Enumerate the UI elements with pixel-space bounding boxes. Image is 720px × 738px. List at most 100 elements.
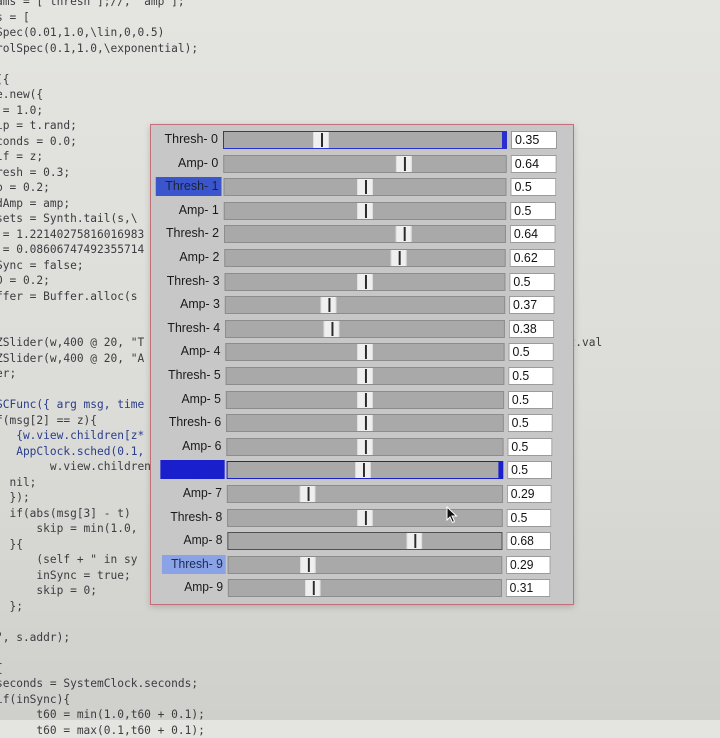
slider-value-field[interactable]: 0.5	[509, 343, 554, 361]
code-line: seconds = SystemClock.seconds;	[0, 676, 716, 692]
slider-value-field[interactable]: 0.68	[506, 532, 551, 550]
slider-label: Amp- 9	[162, 578, 226, 597]
slider-thumb[interactable]	[313, 132, 329, 148]
slider-value-field[interactable]: 0.5	[510, 202, 556, 220]
slider-row: Amp- 4 0.5	[155, 341, 572, 365]
slider-thumb[interactable]	[406, 533, 421, 549]
code-line: ({	[0, 72, 716, 88]
code-line: = 1.0;	[0, 103, 716, 119]
slider-track[interactable]	[227, 509, 503, 527]
slider-label: Thresh- 5	[159, 366, 224, 385]
slider-track[interactable]	[223, 131, 507, 149]
slider-thumb[interactable]	[355, 462, 371, 478]
slider-track[interactable]	[225, 296, 505, 314]
slider-thumb[interactable]	[357, 274, 373, 290]
slider-track[interactable]	[225, 320, 505, 338]
slider-track[interactable]	[223, 155, 506, 173]
slider-row: Amp- 9 0.31	[158, 577, 567, 601]
slider-value-field[interactable]: 0.29	[507, 485, 552, 503]
slider-thumb[interactable]	[357, 439, 373, 455]
slider-track[interactable]	[224, 178, 507, 196]
slider-track[interactable]	[226, 391, 504, 409]
slider-value-field[interactable]: 0.5	[508, 391, 553, 409]
slider-value-field[interactable]: 0.5	[509, 273, 554, 291]
slider-value-field[interactable]: 0.5	[507, 438, 552, 456]
slider-label: Amp- 1	[156, 201, 222, 220]
slider-track[interactable]	[228, 556, 503, 574]
slider-track[interactable]	[225, 273, 506, 291]
slider-label: Thresh- 3	[157, 272, 222, 291]
slider-thumb[interactable]	[396, 156, 412, 172]
slider-row: Amp- 8 0.68	[158, 530, 569, 554]
slider-value-field[interactable]: 0.5	[507, 509, 552, 527]
slider-row: Amp- 0 0.64	[151, 153, 574, 177]
slider-track[interactable]	[227, 485, 503, 503]
slider-value-field[interactable]: 0.5	[507, 461, 552, 479]
code-line: t60 = max(0.1,t60 + 0.1);	[0, 723, 716, 738]
slider-value-field[interactable]: 0.35	[511, 131, 557, 149]
slider-value-field[interactable]: 0.37	[509, 296, 554, 314]
slider-thumb[interactable]	[357, 344, 373, 360]
slider-row: Thresh- 7 0.5	[156, 459, 569, 483]
slider-value-field[interactable]: 0.5	[508, 414, 553, 432]
slider-track[interactable]	[224, 202, 506, 220]
slider-label: Thresh- 8	[161, 508, 225, 527]
slider-thumb[interactable]	[357, 392, 373, 408]
code-line: rolSpec(0.1,1.0,\exponential);	[0, 41, 716, 57]
slider-label: Amp- 7	[161, 484, 225, 503]
code-line	[0, 56, 716, 72]
code-line: ", s.addr);	[0, 630, 716, 646]
slider-label: Thresh- 1	[156, 177, 222, 196]
slider-track[interactable]	[226, 414, 504, 432]
slider-thumb[interactable]	[300, 486, 316, 502]
slider-value-field[interactable]: 0.64	[511, 155, 557, 173]
slider-track[interactable]	[227, 461, 504, 479]
slider-thumb[interactable]	[357, 510, 373, 526]
slider-thumb[interactable]	[321, 297, 337, 313]
slider-thumb[interactable]	[357, 179, 373, 195]
slider-value-field[interactable]: 0.38	[509, 320, 554, 338]
slider-track[interactable]	[228, 579, 502, 597]
slider-thumb[interactable]	[357, 368, 373, 384]
slider-track[interactable]	[224, 249, 505, 267]
slider-row: Thresh- 3 0.5	[153, 271, 572, 295]
slider-value-field[interactable]: 0.29	[506, 556, 550, 574]
slider-thumb[interactable]	[324, 321, 340, 337]
slider-row: Thresh- 4 0.38	[154, 318, 572, 342]
slider-thumb[interactable]	[300, 557, 315, 573]
slider-row: Amp- 7 0.29	[157, 483, 569, 507]
slider-track[interactable]	[224, 225, 506, 243]
code-line: t60 = min(1.0,t60 + 0.1);	[0, 707, 716, 723]
slider-row: Thresh- 0 0.35	[151, 129, 575, 153]
slider-thumb[interactable]	[391, 250, 407, 266]
slider-value-field[interactable]: 0.31	[506, 579, 550, 597]
slider-thumb[interactable]	[396, 226, 412, 242]
slider-thumb[interactable]	[357, 415, 373, 431]
slider-label: Thresh- 7	[160, 460, 224, 479]
slider-track[interactable]	[226, 438, 503, 456]
code-line: {	[0, 661, 716, 677]
slider-track[interactable]	[226, 367, 505, 385]
slider-thumb[interactable]	[357, 203, 373, 219]
code-line: e.new({	[0, 87, 716, 103]
code-line	[0, 645, 716, 661]
slider-label: Amp- 4	[158, 342, 223, 361]
slider-label: Thresh- 0	[155, 130, 221, 149]
slider-row: Thresh- 5 0.5	[155, 365, 571, 389]
slider-thumb[interactable]	[305, 580, 320, 596]
slider-track[interactable]	[225, 343, 504, 361]
slider-label: Amp- 0	[155, 154, 221, 173]
slider-label: Amp- 8	[162, 531, 226, 550]
slider-value-field[interactable]: 0.5	[508, 367, 553, 385]
slider-value-field[interactable]: 0.5	[510, 178, 556, 196]
code-line	[0, 614, 716, 630]
slider-track[interactable]	[227, 532, 502, 550]
slider-label: Thresh- 4	[158, 319, 223, 338]
code-line: s = [	[0, 10, 716, 26]
slider-value-field[interactable]: 0.62	[510, 249, 556, 267]
slider-value-field[interactable]: 0.64	[510, 225, 556, 243]
